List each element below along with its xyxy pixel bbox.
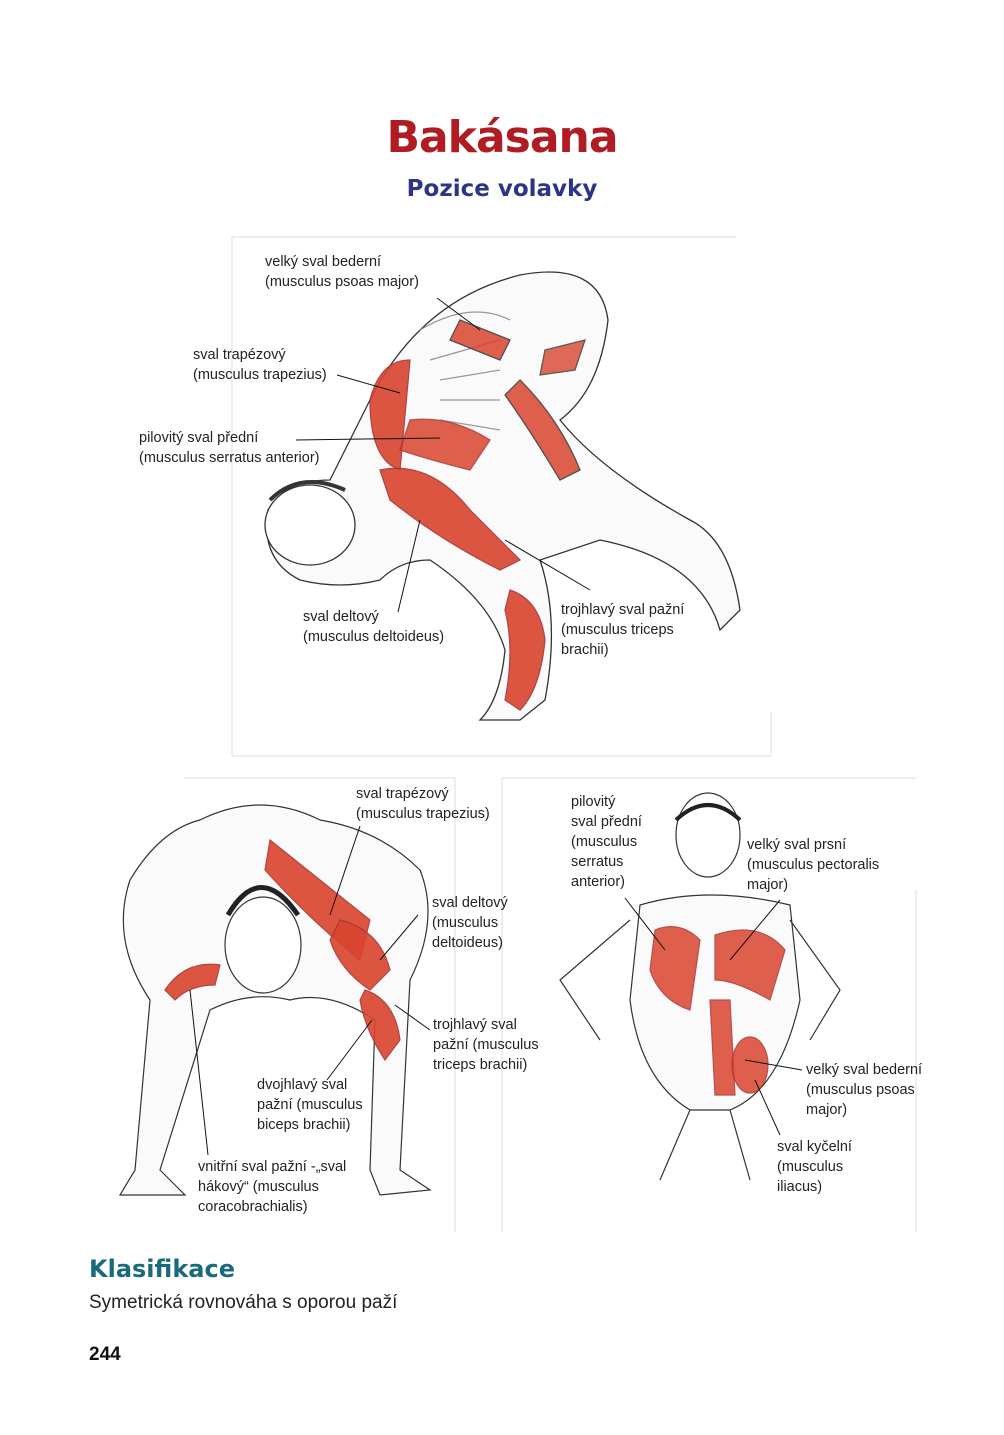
page-title: Bakásana bbox=[386, 112, 618, 163]
front-view-figure bbox=[118, 804, 432, 1196]
label-deltoideus: sval deltový (musculus deltoideus) bbox=[303, 609, 445, 645]
frame-lines bbox=[184, 236, 917, 1232]
label-pectoralis-major: velký sval prsní (musculus pectoralis ma… bbox=[747, 837, 880, 893]
label-deltoideus-front: sval deltový (musculus deltoideus) bbox=[432, 895, 508, 951]
label-serratus-anterior: pilovitý sval přední (musculus serratus … bbox=[139, 430, 320, 466]
label-biceps-front: dvojhlavý sval pažní (musculus biceps br… bbox=[257, 1077, 363, 1133]
page-subtitle: Pozice volavky bbox=[406, 176, 598, 202]
underside-view-figure bbox=[559, 792, 841, 1181]
label-coracobrachialis: vnitřní sval pažní -„sval hákový“ (muscu… bbox=[198, 1159, 347, 1215]
side-view-figure bbox=[264, 271, 741, 721]
page-number: 244 bbox=[89, 1344, 121, 1365]
section-text: Symetrická rovnováha s oporou paží bbox=[89, 1292, 398, 1313]
label-trapezius-front: sval trapézový (musculus trapezius) bbox=[356, 786, 490, 822]
label-triceps-front: trojhlavý sval pažní (musculus triceps b… bbox=[433, 1017, 539, 1073]
label-psoas-under: velký sval bederní (musculus psoas major… bbox=[806, 1062, 923, 1118]
label-iliacus: sval kyčelní (musculus iliacus) bbox=[777, 1139, 852, 1195]
label-triceps: trojhlavý sval pažní (musculus triceps b… bbox=[561, 602, 685, 658]
section-heading: Klasifikace bbox=[89, 1255, 235, 1283]
label-trapezius: sval trapézový (musculus trapezius) bbox=[193, 347, 327, 383]
label-psoas-major: velký sval bederní (musculus psoas major… bbox=[265, 254, 419, 290]
label-serratus-under: pilovitý sval přední (musculus serratus … bbox=[571, 794, 642, 890]
